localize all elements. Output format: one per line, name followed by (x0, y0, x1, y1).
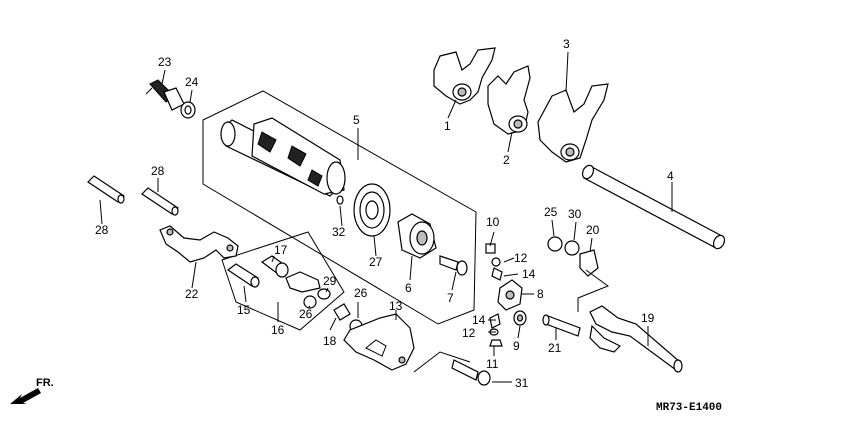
shift-fork-3 (537, 83, 609, 163)
o-ring-24 (180, 101, 196, 119)
label-13: 13 (389, 299, 403, 313)
gearshift-spindle-19 (589, 305, 683, 373)
label-16: 16 (271, 323, 285, 337)
label-29: 29 (323, 274, 337, 288)
assembly-outline-16 (221, 231, 345, 331)
label-31: 31 (515, 376, 529, 390)
label-28-left: 28 (95, 223, 109, 237)
label-25: 25 (544, 205, 558, 219)
label-2: 2 (503, 153, 510, 167)
label-18: 18 (323, 334, 337, 348)
neutral-switch (145, 79, 185, 111)
front-label: FR. (36, 377, 54, 389)
label-10: 10 (486, 215, 500, 229)
assembly-outline (202, 90, 477, 325)
shift-fork-shaft (581, 164, 726, 250)
label-23: 23 (158, 55, 172, 69)
dowel-28-left (87, 175, 125, 204)
collar-15 (226, 263, 260, 288)
label-12-lower: 12 (462, 326, 476, 340)
spring-18 (333, 303, 351, 321)
plate-22 (159, 225, 239, 263)
front-arrow-icon (10, 388, 41, 404)
leader-lines (99, 51, 673, 383)
label-15: 15 (237, 303, 251, 317)
arm-16 (285, 271, 321, 293)
label-5: 5 (353, 113, 360, 127)
washer-29 (317, 288, 331, 300)
label-22: 22 (185, 287, 199, 301)
spring-20 (579, 249, 599, 277)
front-direction-indicator: FR. (10, 377, 54, 404)
shift-drum (220, 117, 346, 197)
label-14-lower: 14 (472, 313, 486, 327)
bearing-27 (353, 183, 391, 237)
label-32: 32 (332, 225, 346, 239)
shift-fork-1 (433, 47, 496, 105)
label-7: 7 (447, 291, 454, 305)
label-17: 17 (274, 243, 288, 257)
pin-32 (336, 195, 344, 205)
label-27: 27 (369, 255, 383, 269)
washer-25 (547, 236, 563, 252)
diagram-code: MR73-E1400 (656, 402, 722, 414)
label-21: 21 (548, 341, 562, 355)
label-8: 8 (537, 287, 544, 301)
washer-11 (489, 339, 503, 347)
pin-21 (542, 314, 581, 337)
label-12-upper: 12 (514, 251, 528, 265)
dowel-28-right (141, 187, 179, 216)
part-labels: 1 2 3 4 5 6 7 8 9 10 11 12 12 13 14 14 1… (95, 37, 674, 390)
label-30: 30 (568, 207, 582, 221)
bolt-7 (439, 255, 468, 276)
bolt-31 (451, 359, 491, 386)
label-3: 3 (563, 37, 570, 51)
label-9: 9 (513, 339, 520, 353)
label-26-left: 26 (299, 307, 313, 321)
spring-14-upper (491, 267, 503, 281)
washer-30 (564, 240, 580, 256)
washer-26-left (303, 295, 317, 309)
label-26-right: 26 (354, 286, 368, 300)
label-6: 6 (405, 281, 412, 295)
roller-17 (260, 255, 289, 278)
stopper-arm-8 (497, 279, 523, 311)
label-24: 24 (185, 75, 199, 89)
plate-13 (343, 313, 415, 371)
shift-fork-2 (487, 65, 531, 135)
label-19: 19 (641, 311, 655, 325)
spring-14-lower (489, 313, 501, 329)
label-20: 20 (586, 223, 600, 237)
washer-9 (513, 310, 527, 326)
drum-center-6 (397, 213, 437, 259)
collar-12-upper (491, 257, 501, 267)
label-28-right: 28 (151, 164, 165, 178)
label-1: 1 (444, 119, 451, 133)
label-11: 11 (486, 357, 499, 371)
label-14-upper: 14 (522, 267, 536, 281)
label-4: 4 (667, 169, 674, 183)
